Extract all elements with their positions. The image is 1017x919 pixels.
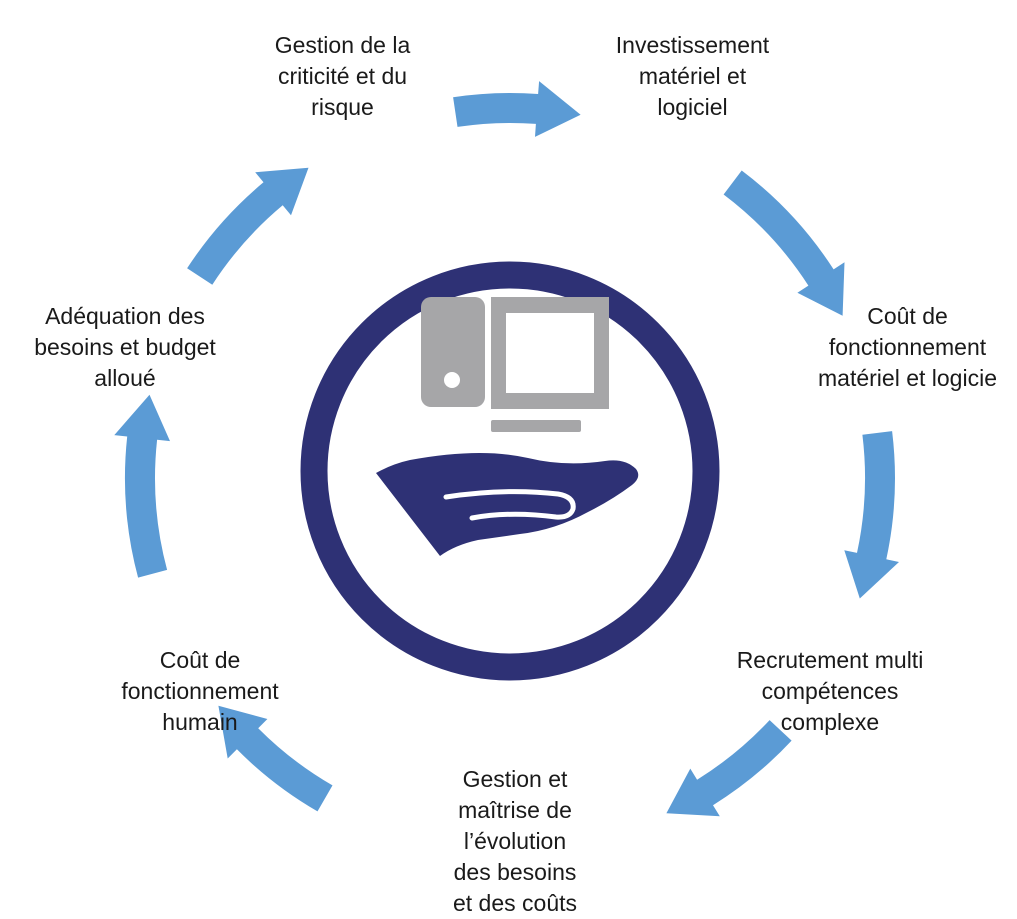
step-label-adequation: Adéquation des besoins et budget alloué (34, 303, 216, 391)
step-label-gestion-evolution: Gestion et maîtrise de l’évolution des b… (452, 766, 578, 916)
step-label-cout-fonctionnement-humain: Coût de fonctionnement humain (121, 647, 279, 735)
cycle-arrows (114, 81, 899, 817)
center-icon (300, 261, 720, 681)
cycle-arrow-6-icon (114, 394, 170, 578)
hand-icon (376, 452, 639, 556)
step-label-recrutement: Recrutement multi compétences complexe (736, 647, 924, 735)
computer-tower-button (444, 372, 460, 388)
hand-thumb-outline (443, 489, 576, 521)
computer-icon (421, 297, 609, 432)
cycle-arrow-4-icon (666, 720, 792, 817)
cycle-arrow-5-icon (218, 705, 333, 812)
center-ring (300, 261, 720, 681)
computer-keyboard (491, 420, 581, 432)
computer-tower (421, 297, 485, 407)
cycle-arrow-3-icon (844, 431, 899, 599)
computer-monitor (491, 297, 609, 409)
hand-palm (376, 452, 639, 556)
cycle-arrow-2-icon (723, 170, 845, 316)
cycle-arrow-7-icon (187, 167, 309, 285)
step-label-gestion-criticite: Gestion de la criticité et du risque (274, 32, 411, 120)
step-label-cout-fonctionnement-materiel: Coût de fonctionnement matériel et logic… (818, 303, 997, 391)
step-label-investissement: Investissement matériel et logiciel (615, 32, 770, 120)
cycle-arrow-1-icon (453, 81, 581, 137)
